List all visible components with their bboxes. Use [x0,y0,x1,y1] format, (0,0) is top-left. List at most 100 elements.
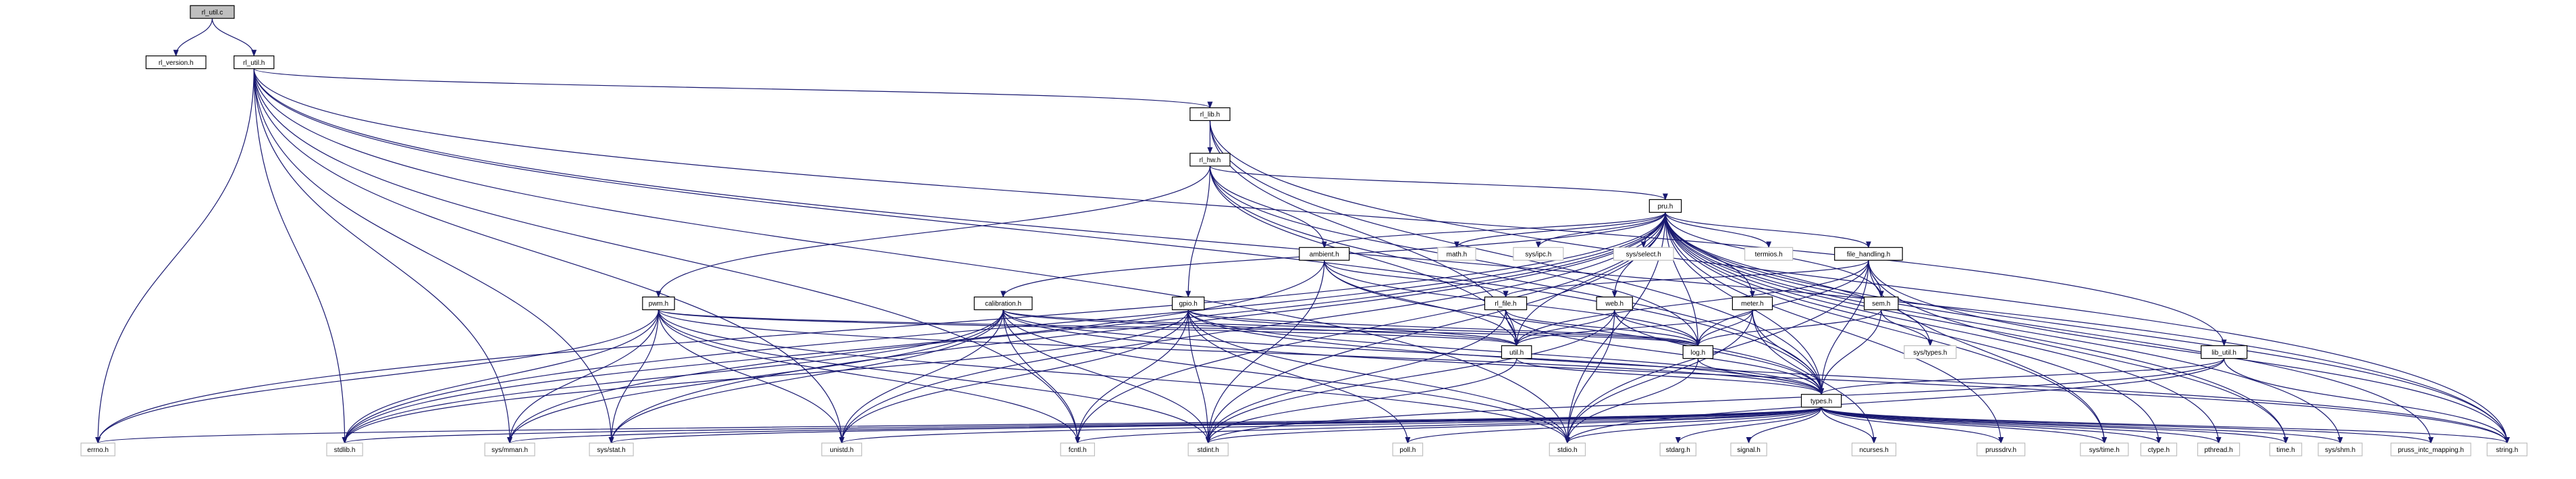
node-errno-h[interactable]: errno.h [80,443,115,457]
node-gpio-h[interactable]: gpio.h [1171,296,1205,311]
edge-pru_h-to-file_handling_h [1665,212,1871,249]
node-stdarg-h[interactable]: stdarg.h [1659,443,1696,457]
node-sys-mman-h[interactable]: sys/mman.h [484,443,535,457]
node-box [1596,296,1633,311]
node-sys-time-h[interactable]: sys/time.h [2080,443,2129,457]
node-box [2201,345,2248,359]
node-label: fcntl.h [1069,447,1087,454]
node-util-h[interactable]: util.h [1501,345,1532,359]
node-rl-hw-h[interactable]: rl_hw.h [1189,153,1231,167]
node-box [2390,443,2471,457]
edge-types_h-to-time_h [1821,407,2288,444]
node-box [1060,443,1095,457]
node-stdlib-h[interactable]: stdlib.h [326,443,363,457]
node-box [1730,443,1767,457]
node-poll-h[interactable]: poll.h [1392,443,1424,457]
node-box [326,443,363,457]
edge-gpio_h-to-string_h [1187,309,2510,444]
node-box [1513,247,1564,261]
node-rl-file-h[interactable]: rl_file.h [1484,296,1528,311]
node-rl-util-c[interactable]: rl_util.c [190,5,235,19]
node-label: termios.h [1755,251,1783,258]
node-box [1549,443,1586,457]
node-box [1437,247,1476,261]
edge-file_handling_h-to-string_h [1868,260,2510,444]
edge-rl_util_h-to-sys_mman_h [253,68,513,444]
edge-meter_h-to-types_h [1752,309,1825,395]
node-rl-util-h[interactable]: rl_util.h [234,55,275,70]
node-label: rl_util.c [202,9,223,16]
edge-calibration_h-to-stdio_h [1002,309,1570,444]
node-signal-h[interactable]: signal.h [1730,443,1767,457]
edge-types_h-to-prussdrv_h [1821,407,2004,444]
edge-rl_util_h-to-stdlib_h [253,68,348,444]
node-rl-version-h[interactable]: rl_version.h [145,55,207,70]
edge-rl_hw_h-to-pwm_h [655,166,1211,298]
edge-gpio_h-to-unistd_h [838,309,1189,444]
edge-types_h-to-stdlib_h [342,407,1822,444]
node-string-h[interactable]: string.h [2486,443,2528,457]
node-label: sys/ipc.h [1525,251,1551,258]
edge-pru_h-to-util_h [1513,212,1666,347]
edge-rl_util_h-to-unistd_h [253,68,844,444]
node-ambient-h[interactable]: ambient.h [1299,247,1350,261]
edge-web_h-to-stdint_h [1205,309,1615,444]
node-stdint-h[interactable]: stdint.h [1187,443,1229,457]
node-box [2269,443,2303,457]
node-rl-lib-h[interactable]: rl_lib.h [1189,107,1231,122]
node-label: meter.h [1741,301,1763,308]
edge-pwm_h-to-util_h [658,309,1520,347]
node-web-h[interactable]: web.h [1596,296,1633,311]
node-prussdrv-h[interactable]: prussdrv.h [1977,443,2026,457]
node-lib-util-h[interactable]: lib_util.h [2201,345,2248,359]
node-ncurses-h[interactable]: ncurses.h [1851,443,1897,457]
node-fcntl-h[interactable]: fcntl.h [1060,443,1095,457]
node-box [1648,199,1682,213]
edge-lib_util_h-to-stdio_h [1564,358,2225,444]
node-sys-ipc-h[interactable]: sys/ipc.h [1513,247,1564,261]
node-label: stdarg.h [1666,447,1690,454]
node-box [2140,443,2178,457]
edge-lib_util_h-to-types_h [1819,358,2225,395]
edge-rl_util_h-to-rl_lib_h [253,68,1213,109]
node-termios-h[interactable]: termios.h [1744,247,1794,261]
node-types-h[interactable]: types.h [1800,394,1842,408]
node-unistd-h[interactable]: unistd.h [821,443,863,457]
edge-pru_h-to-errno_h [95,212,1666,444]
node-meter-h[interactable]: meter.h [1732,296,1773,311]
edge-util_h-to-types_h [1516,358,1824,395]
node-box [1501,345,1532,359]
edge-types_h-to-pruss_intc_mapping_h [1821,407,2434,444]
edge-types_h-to-string_h [1821,407,2510,444]
node-label: types.h [1810,398,1832,405]
node-box [1904,345,1957,359]
edge-gpio_h-to-log_h [1187,309,1701,347]
node-pru-h[interactable]: pru.h [1648,199,1682,213]
node-sem-h[interactable]: sem.h [1864,296,1899,311]
node-file-handling-h[interactable]: file_handling.h [1834,247,1903,261]
edge-pwm_h-to-sys_mman_h [507,309,660,444]
edge-pru_h-to-ambient_h [1321,211,1666,249]
edge-pru_h-to-termios_h [1665,212,1772,249]
node-sys-types-h[interactable]: sys/types.h [1904,345,1957,359]
node-ctype-h[interactable]: ctype.h [2140,443,2178,457]
edge-pru_h-to-sys_shm_h [1665,212,2343,444]
node-sys-stat-h[interactable]: sys/stat.h [589,443,634,457]
node-box [1187,443,1229,457]
node-math-h[interactable]: math.h [1437,247,1476,261]
node-time-h[interactable]: time.h [2269,443,2303,457]
node-calibration-h[interactable]: calibration.h [973,296,1033,311]
node-pruss-intc-mapping-h[interactable]: pruss_intc_mapping.h [2390,443,2471,457]
node-box [2197,443,2240,457]
node-stdio-h[interactable]: stdio.h [1549,443,1586,457]
nodes-layer: rl_util.c rl_version.h rl_util.h rl_lib.hrl… [80,5,2528,457]
node-sys-shm-h[interactable]: sys/shm.h [2317,443,2363,457]
edge-gpio_h-to-fcntl_h [1075,309,1189,444]
node-pwm-h[interactable]: pwm.h [642,296,675,311]
node-pthread-h[interactable]: pthread.h [2197,443,2240,457]
node-log-h[interactable]: log.h [1682,345,1714,359]
node-label: stdint.h [1198,447,1219,454]
edge-pwm_h-to-errno_h [95,309,660,444]
node-label: pthread.h [2204,447,2232,454]
node-sys-select-h[interactable]: sys/select.h [1613,247,1674,261]
